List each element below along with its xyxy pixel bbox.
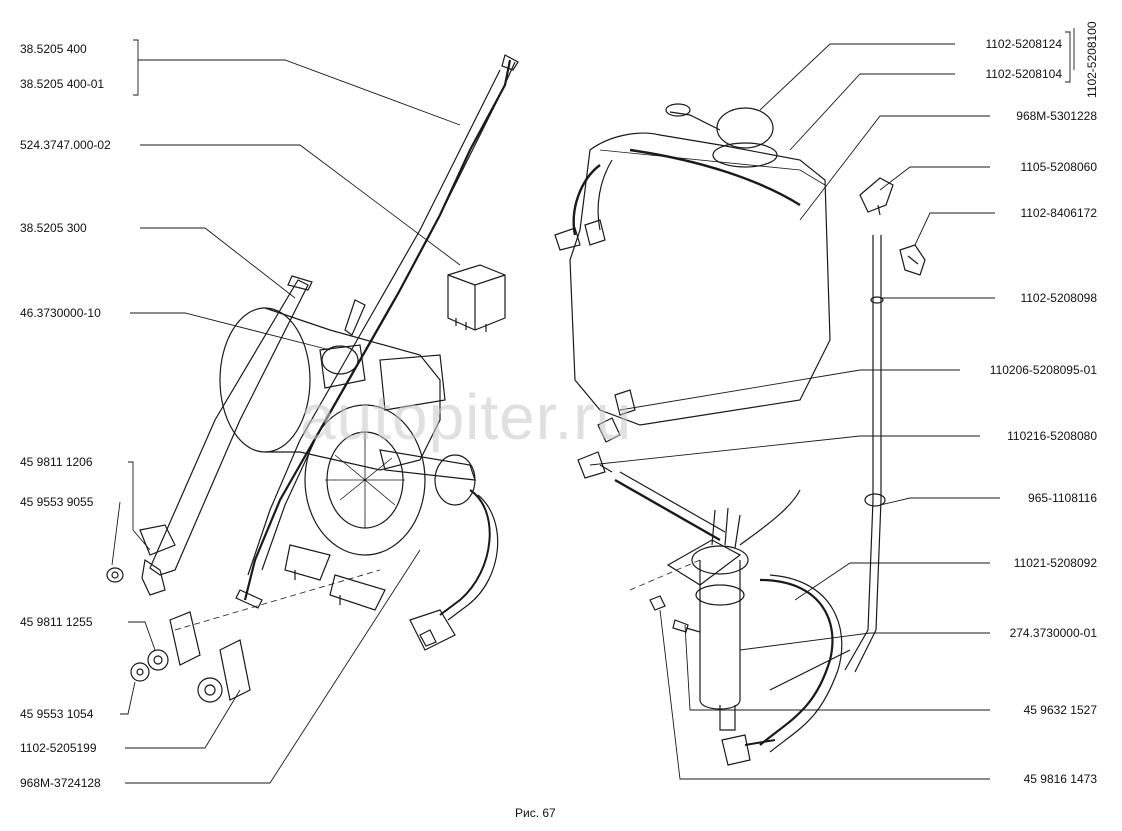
part-label: 524.3747.000-02 xyxy=(20,138,111,152)
part-label: 45 9811 1255 xyxy=(20,615,93,629)
washer-nozzle xyxy=(859,177,894,216)
part-label: 110216-5208080 xyxy=(1007,429,1097,443)
part-label: 45 9553 1054 xyxy=(20,707,94,721)
part-label: 11021-5208092 xyxy=(1013,556,1097,570)
part-label: 1102-5208124 xyxy=(985,37,1062,51)
hose-clip xyxy=(899,244,926,276)
watermark: autopiter.ru xyxy=(300,381,633,453)
part-label: 110206-5208095-01 xyxy=(989,363,1097,377)
part-label: 1102-5205199 xyxy=(20,741,97,755)
part-label: 1102-5208104 xyxy=(985,67,1062,81)
part-label: 38.5205 300 xyxy=(20,221,87,235)
part-label: 45 9632 1527 xyxy=(1023,703,1097,717)
motor-cable xyxy=(409,489,499,651)
part-label: 38.5205 400 xyxy=(20,42,87,56)
right-leader-lines xyxy=(589,28,1075,780)
part-label: 45 9553 9055 xyxy=(20,495,94,509)
part-label: 38.5205 400-01 xyxy=(20,77,105,91)
washer-reservoir xyxy=(554,103,831,426)
part-label: 968M-5301228 xyxy=(1016,109,1097,123)
part-label: 1105-5208060 xyxy=(1020,160,1097,174)
part-label: 965-1108116 xyxy=(1028,491,1097,505)
wiper-arm xyxy=(139,275,313,596)
part-label: 1102-5208098 xyxy=(1020,291,1097,305)
wiper-motor xyxy=(219,307,476,611)
part-label: 45 9811 1206 xyxy=(20,455,93,469)
washer-pump xyxy=(666,507,776,766)
part-label: 1102-8406172 xyxy=(1020,206,1097,220)
relay-box xyxy=(447,264,506,332)
wiper-blade xyxy=(235,54,519,609)
group-label-vertical: 1102-5208100 xyxy=(1085,21,1099,98)
vertical-hose xyxy=(844,235,886,673)
part-label: 274.3730000-01 xyxy=(1009,626,1097,640)
part-label: 46.3730000-10 xyxy=(20,306,101,320)
figure-caption: Рис. 67 xyxy=(515,806,556,820)
pump-fasteners xyxy=(629,559,701,633)
part-label: 968M-3724128 xyxy=(20,776,101,790)
left-leader-lines xyxy=(111,39,461,784)
pump-hoses xyxy=(614,471,851,753)
tee-fittings xyxy=(577,417,621,479)
fasteners-left xyxy=(106,567,381,703)
part-label: 45 9816 1473 xyxy=(1023,772,1097,786)
